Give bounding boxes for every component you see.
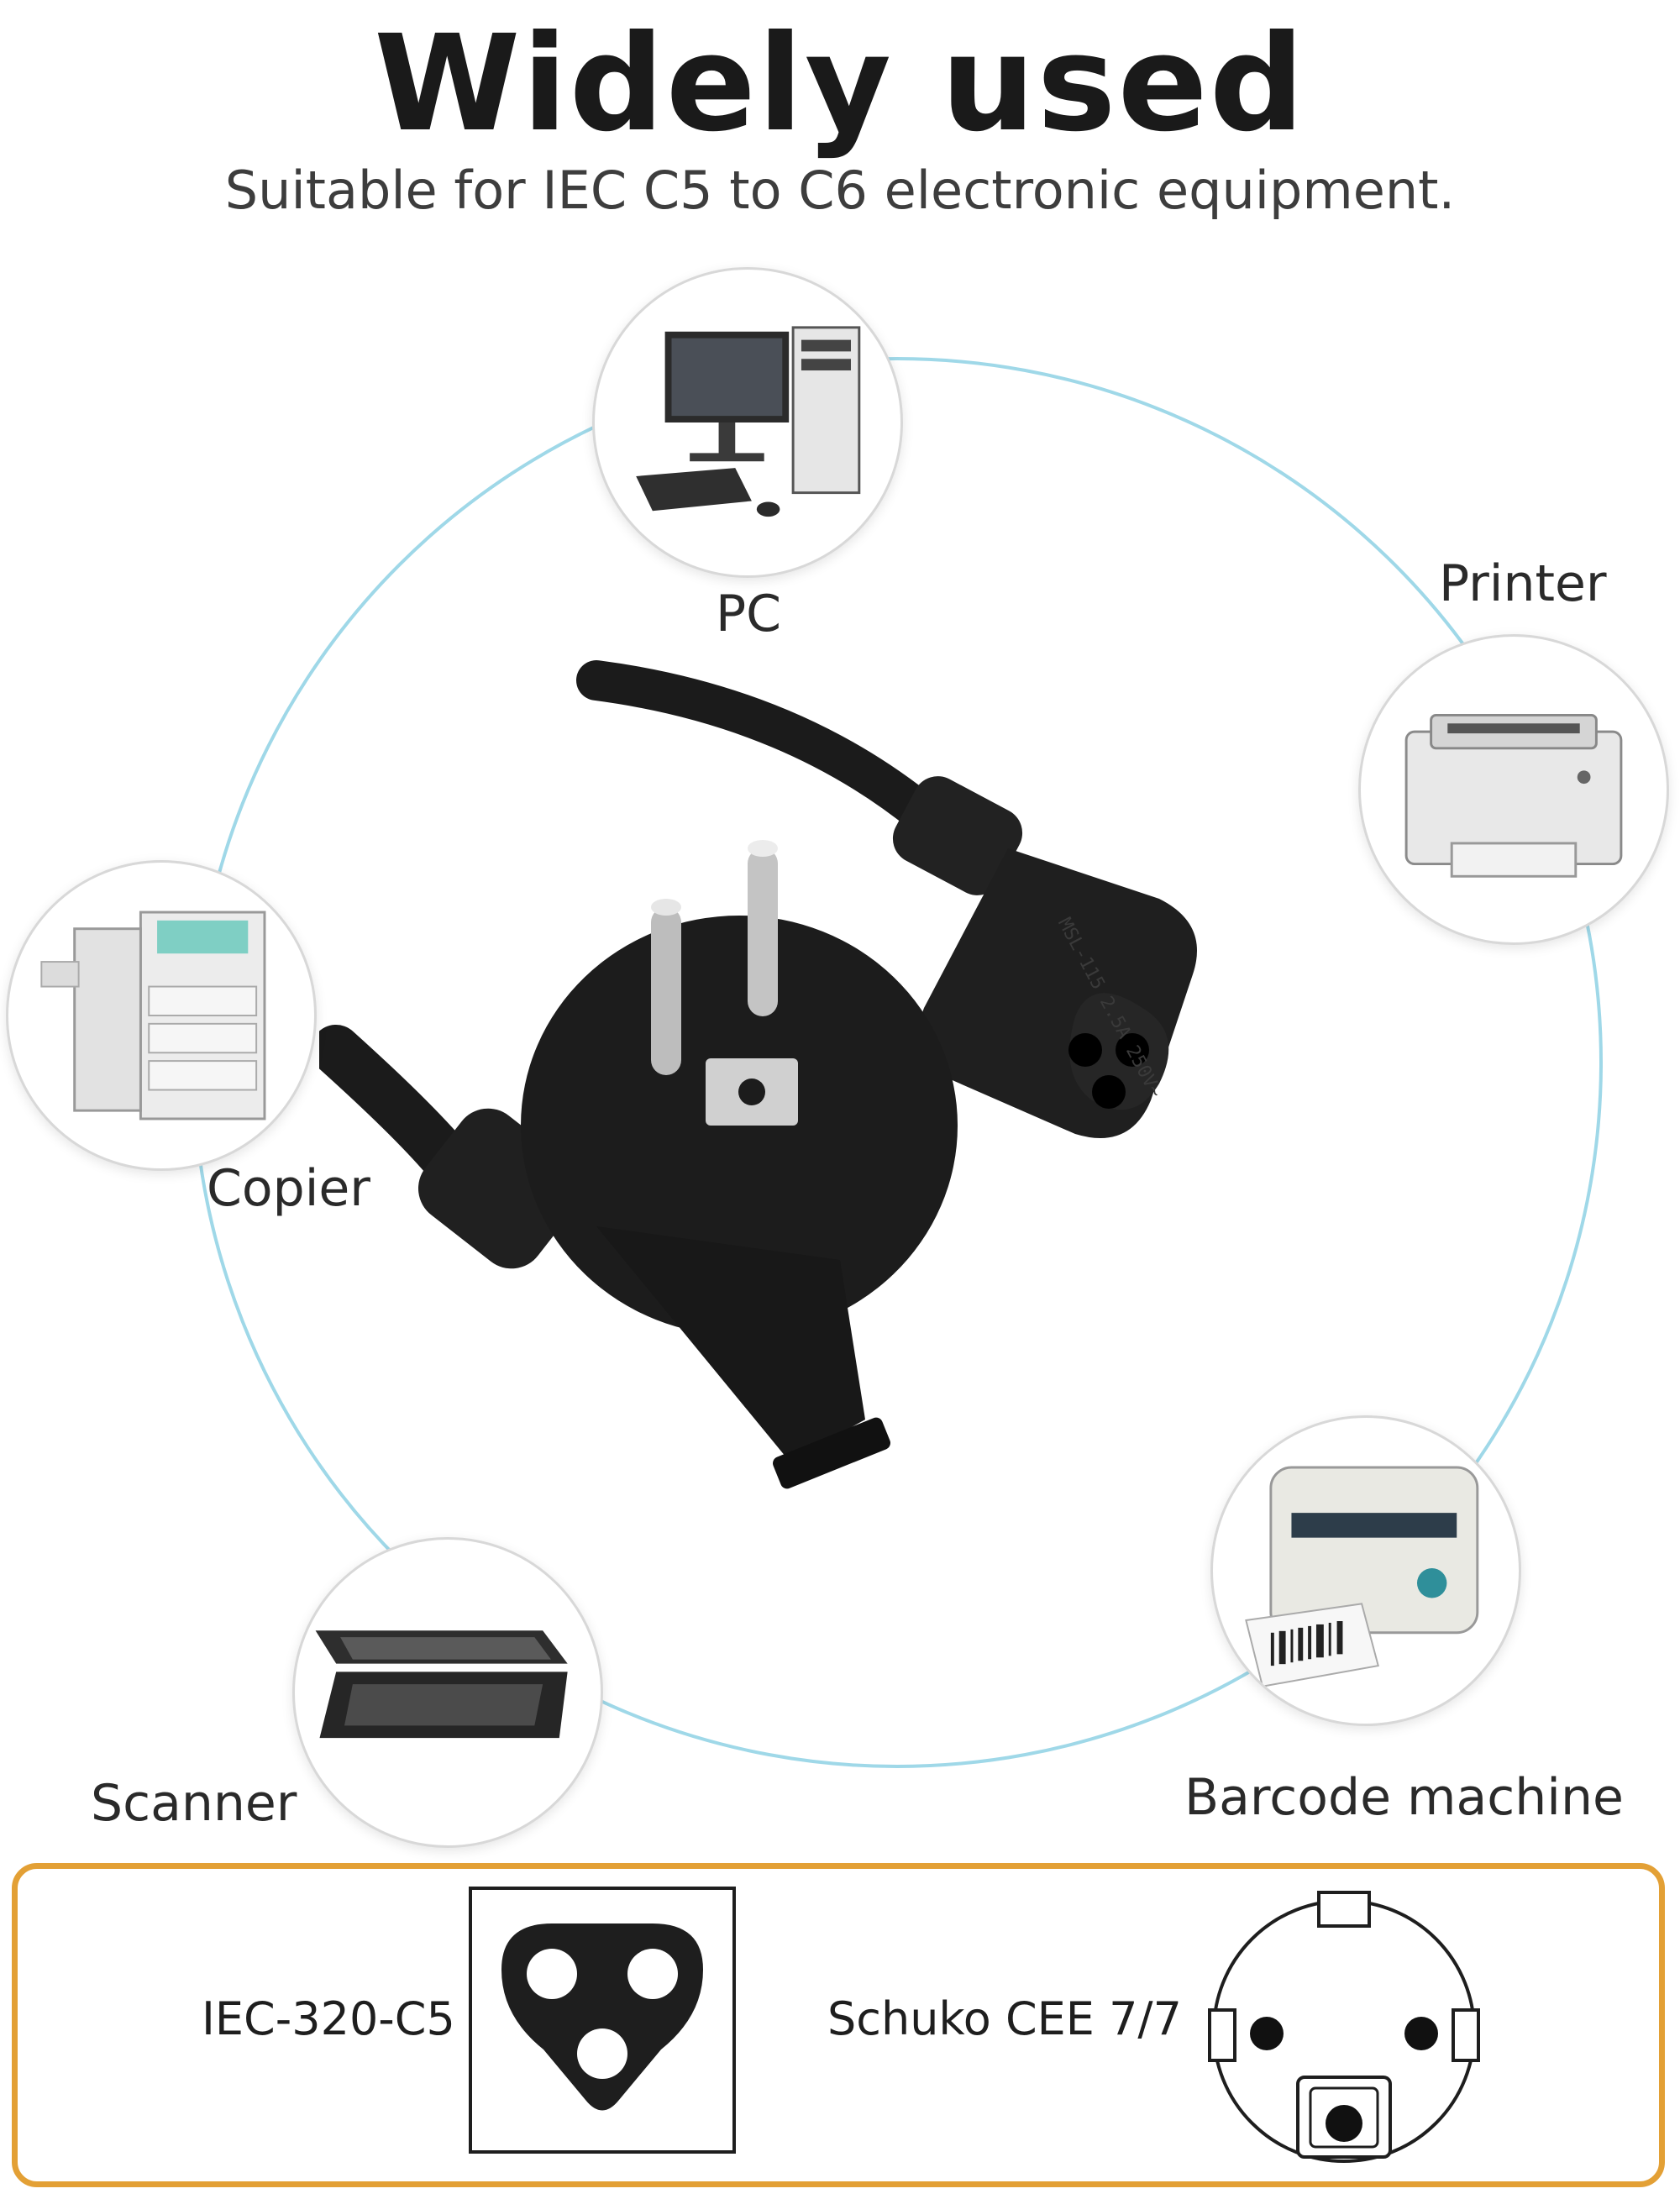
c5-connector-icon: MSL-115 2.5A 250V~ <box>918 848 1197 1138</box>
connector-label-schuko: Schuko CEE 7/7 <box>827 1992 1182 2045</box>
c5-socket-diagram <box>469 1887 736 2154</box>
barcode-machine-icon <box>1245 1466 1479 1687</box>
connector-label-c5: IEC-320-C5 <box>202 1992 455 2045</box>
device-pc <box>592 267 903 578</box>
schuko-plug-icon <box>521 840 958 1489</box>
device-scanner <box>292 1537 603 1848</box>
page-subtitle: Suitable for IEC C5 to C6 electronic equ… <box>224 160 1456 221</box>
device-label-printer: Printer <box>1439 554 1607 613</box>
schuko-socket-icon <box>1208 1891 1480 2163</box>
device-printer <box>1358 634 1669 945</box>
device-label-barcode-machine: Barcode machine <box>1184 1768 1624 1827</box>
device-label-copier: Copier <box>207 1159 370 1218</box>
device-label-scanner: Scanner <box>91 1774 297 1833</box>
page-title: Widely used <box>374 7 1306 161</box>
scanner-icon <box>315 1630 568 1739</box>
power-cable-illustration: MSL-115 2.5A 250V~ <box>311 655 1546 1579</box>
c5-socket-icon <box>501 1923 703 2111</box>
copier-icon <box>40 911 266 1120</box>
device-barcode-machine <box>1210 1415 1521 1726</box>
printer-icon <box>1404 713 1623 878</box>
device-label-pc: PC <box>716 585 782 643</box>
pc-icon <box>636 326 861 517</box>
device-copier <box>6 860 317 1171</box>
schuko-socket-diagram <box>1201 1871 1487 2182</box>
